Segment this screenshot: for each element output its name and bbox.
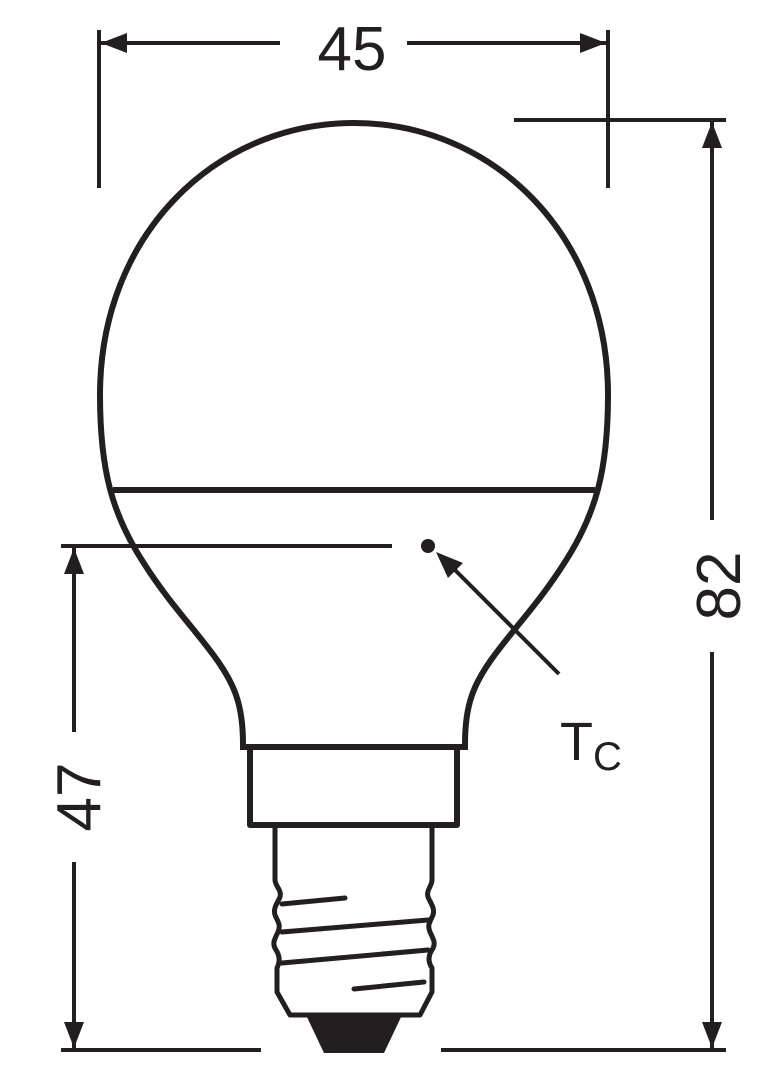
tc-annotation: TC [421,539,622,779]
arrow-down-left-icon [64,1022,84,1048]
thread-line-1 [279,895,348,907]
contact-tip [306,1015,402,1053]
bulb [97,120,611,1018]
total-height-label: 82 [685,552,754,621]
arrow-down-icon [702,1022,722,1048]
tc-label-main: T [560,712,593,772]
tc-height-dimension: 47 [45,544,392,1048]
thread-line-4 [351,979,427,992]
tc-point-icon [421,539,435,553]
tc-height-label: 47 [45,763,114,832]
bulb-glass-outline [97,120,611,745]
tc-label: TC [560,712,622,779]
thread-line-3 [279,947,431,966]
arrow-up-icon [702,122,722,148]
width-dimension: 45 [97,15,610,188]
tc-leader-arrow-icon [436,552,463,578]
tc-label-sub: C [593,735,622,779]
arrow-up-left-icon [64,548,84,574]
tc-leader-line [443,558,561,676]
thread-line-2 [279,917,431,935]
arrow-right-icon [580,33,606,53]
bulb-collar [240,744,468,828]
width-dimension-label: 45 [318,15,387,84]
arrow-left-icon [101,33,127,53]
total-height-dimension: 82 [514,118,754,1048]
